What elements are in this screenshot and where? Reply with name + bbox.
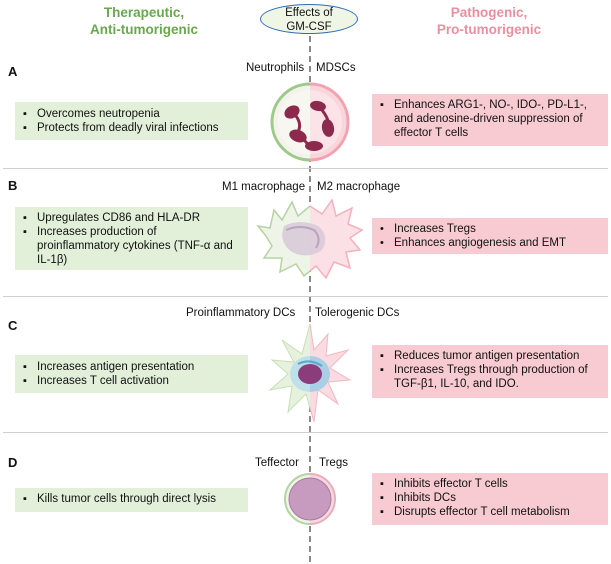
mdscs-label: MDSCs <box>316 62 356 74</box>
panel-separator <box>3 168 608 169</box>
panel-c-therapeutic-item: Increases antigen presentation <box>23 360 240 374</box>
t-cell-icon <box>284 473 336 525</box>
panel-a-pathogenic-item: Enhances ARG1-, NO-, IDO-, PD-L1-, and a… <box>380 98 600 140</box>
therapeutic-title: Therapeutic, Anti-tumorigenic <box>90 5 198 37</box>
center-divider <box>309 36 311 562</box>
panel-a-pathogenic-box: Enhances ARG1-, NO-, IDO-, PD-L1-, and a… <box>372 94 608 146</box>
pathogenic-title: Pathogenic, Pro-tumorigenic <box>436 5 542 37</box>
panel-a-letter: A <box>8 64 18 79</box>
panel-c-therapeutic-box: Increases antigen presentation Increases… <box>15 355 248 393</box>
tolerogenic-dcs-label: Tolerogenic DCs <box>315 307 400 319</box>
neutrophils-label: Neutrophils <box>246 62 305 74</box>
panel-b-therapeutic-box: Upregulates CD86 and HLA-DR Increases pr… <box>15 207 248 270</box>
panel-c-pathogenic-item: Increases Tregs through production of TG… <box>380 363 600 391</box>
m1-macrophage-label: M1 macrophage <box>222 181 306 193</box>
panel-b-letter: B <box>8 178 18 193</box>
panel-b-therapeutic-item: Upregulates CD86 and HLA-DR <box>23 211 240 225</box>
panel-separator <box>3 296 608 297</box>
dendritic-cell-icon <box>268 323 352 423</box>
panel-a-therapeutic-item: Overcomes neutropenia <box>23 107 240 121</box>
macrophage-icon <box>256 198 364 280</box>
panel-c-letter: C <box>8 318 18 333</box>
panel-a-therapeutic-box: Overcomes neutropenia Protects from dead… <box>15 102 248 140</box>
panel-separator <box>3 432 608 433</box>
panel-d-letter: D <box>8 455 18 470</box>
panel-c-pathogenic-box: Reduces tumor antigen presentation Incre… <box>372 345 608 398</box>
panel-d-pathogenic-item: Disrupts effector T cell metabolism <box>380 505 600 519</box>
panel-b-pathogenic-item: Enhances angiogenesis and EMT <box>380 236 600 250</box>
panel-d-therapeutic-item: Kills tumor cells through direct lysis <box>23 492 240 506</box>
m2-macrophage-label: M2 macrophage <box>317 181 401 193</box>
panel-d-pathogenic-item: Inhibits DCs <box>380 491 600 505</box>
teffector-label: Teffector <box>255 457 299 469</box>
gm-csf-title: Effects of GM-CSF <box>260 4 358 34</box>
panel-a-therapeutic-item: Protects from deadly viral infections <box>23 121 240 135</box>
panel-d-pathogenic-item: Inhibits effector T cells <box>380 477 600 491</box>
panel-b-pathogenic-box: Increases Tregs Enhances angiogenesis an… <box>372 218 608 254</box>
panel-c-pathogenic-item: Reduces tumor antigen presentation <box>380 349 600 363</box>
tregs-label: Tregs <box>319 457 348 469</box>
panel-b-therapeutic-item: Increases production of proinflammatory … <box>23 225 240 267</box>
proinflammatory-dcs-label: Proinflammatory DCs <box>186 307 296 319</box>
panel-d-pathogenic-box: Inhibits effector T cells Inhibits DCs D… <box>372 473 608 525</box>
panel-b-pathogenic-item: Increases Tregs <box>380 222 600 236</box>
neutrophil-mdsc-icon <box>270 82 350 162</box>
panel-c-therapeutic-item: Increases T cell activation <box>23 374 240 388</box>
panel-d-therapeutic-box: Kills tumor cells through direct lysis <box>15 488 248 512</box>
